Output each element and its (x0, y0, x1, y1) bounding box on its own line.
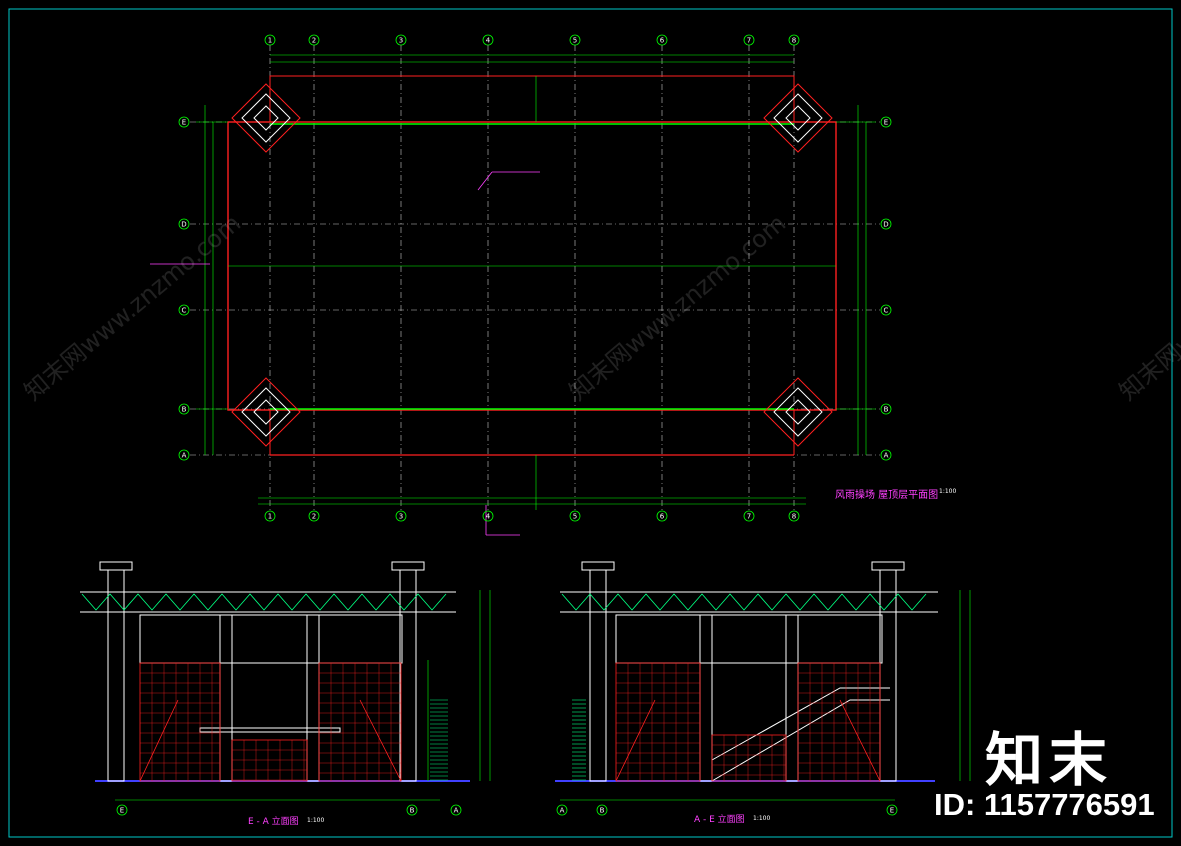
elevation-left-axis-B: B (406, 804, 418, 816)
elevation-right-axis-A: A (556, 804, 568, 816)
svg-text:B: B (600, 807, 605, 815)
svg-text:4: 4 (486, 513, 491, 521)
svg-text:5: 5 (573, 37, 577, 45)
elevation-left-brick-courses (140, 663, 401, 781)
elevation-right-axis-E: E (886, 804, 898, 816)
elevation-left-dims (115, 590, 491, 801)
svg-text:C: C (182, 307, 187, 315)
elevation-left-axis-A: A (450, 804, 462, 816)
elevation-right-brick (615, 662, 881, 782)
plan-axis-top-6: 6 (656, 34, 668, 46)
svg-text:A: A (884, 452, 889, 460)
tower-outer-1 (763, 83, 833, 153)
tower-inner-1 (773, 93, 823, 143)
plan-axis-bottom-2: 2 (308, 510, 320, 522)
tower-core-1 (785, 105, 811, 131)
plan-axis-top-4: 4 (482, 34, 494, 46)
svg-text:D: D (181, 221, 186, 229)
tower-outer-0 (231, 83, 301, 153)
svg-text:2: 2 (312, 37, 316, 45)
elevation-left-stair (430, 699, 448, 781)
elevation-right-truss (561, 593, 927, 611)
svg-text:2: 2 (312, 513, 316, 521)
plan-axis-top-5: 5 (569, 34, 581, 46)
svg-text:7: 7 (747, 37, 751, 45)
svg-text:8: 8 (792, 513, 796, 521)
plan-axis-bottom-8: 8 (788, 510, 800, 522)
svg-text:E: E (120, 807, 124, 815)
plan-axis-left-B: B (178, 403, 190, 415)
tower-inner-3 (773, 387, 823, 437)
plan-axis-top-2: 2 (308, 34, 320, 46)
svg-text:1: 1 (268, 513, 272, 521)
plan-axis-right-A: A (880, 449, 892, 461)
svg-text:8: 8 (792, 37, 796, 45)
elevation-left-axis-E: E (116, 804, 128, 816)
svg-text:B: B (182, 406, 187, 414)
svg-text:4: 4 (486, 37, 491, 45)
tower-outer-2 (231, 377, 301, 447)
plan-axis-left-C: C (178, 304, 190, 316)
plan-axis-right-E: E (880, 116, 892, 128)
elevation-right-brick-courses (616, 663, 880, 781)
plan-axis-top-8: 8 (788, 34, 800, 46)
plan-axis-left-E: E (178, 116, 190, 128)
tower-outer-3 (763, 377, 833, 447)
elevation-right-stair (572, 699, 586, 781)
plan-axis-top-1: 1 (264, 34, 276, 46)
elevation-left-brick (139, 662, 402, 782)
plan-axis-bottom-5: 5 (569, 510, 581, 522)
svg-text:E: E (890, 807, 894, 815)
plan-north-strip (269, 75, 795, 123)
elevation-right-axis-B: B (596, 804, 608, 816)
plan-axis-bottom-6: 6 (656, 510, 668, 522)
plan-axis-bottom-4: 4 (482, 510, 494, 522)
tower-core-3 (785, 399, 811, 425)
svg-text:6: 6 (660, 37, 665, 45)
tower-inner-0 (241, 93, 291, 143)
svg-text:3: 3 (399, 513, 403, 521)
plan-axis-left-A: A (178, 449, 190, 461)
plan-axis-right-C: C (880, 304, 892, 316)
svg-text:6: 6 (660, 513, 665, 521)
tower-inner-2 (241, 387, 291, 437)
plan-corner-towers (231, 83, 833, 447)
svg-text:C: C (884, 307, 889, 315)
elevation-left-truss (81, 593, 447, 611)
elevation-left-structure (80, 561, 456, 782)
svg-text:3: 3 (399, 37, 403, 45)
svg-text:A: A (454, 807, 459, 815)
plan-axis-right-B: B (880, 403, 892, 415)
svg-text:D: D (883, 221, 888, 229)
svg-text:E: E (884, 119, 888, 127)
svg-text:5: 5 (573, 513, 577, 521)
plan-axis-bottom-7: 7 (743, 510, 755, 522)
plan-axis-bottom-1: 1 (264, 510, 276, 522)
sheet-border (8, 8, 1173, 838)
plan-axis-right-D: D (880, 218, 892, 230)
svg-text:7: 7 (747, 513, 751, 521)
plan-dimension-lines (196, 54, 876, 505)
plan-axis-bottom-3: 3 (395, 510, 407, 522)
plan-annotation-leaders (150, 171, 540, 536)
plan-axis-top-7: 7 (743, 34, 755, 46)
elevation-right-dims (560, 590, 971, 801)
svg-text:B: B (884, 406, 889, 414)
plan-axis-top-3: 3 (395, 34, 407, 46)
tower-core-2 (253, 399, 279, 425)
svg-text:A: A (560, 807, 565, 815)
plan-axis-left-D: D (178, 218, 190, 230)
tower-core-0 (253, 105, 279, 131)
svg-text:B: B (410, 807, 415, 815)
svg-text:A: A (182, 452, 187, 460)
svg-text:1: 1 (268, 37, 272, 45)
svg-text:E: E (182, 119, 186, 127)
